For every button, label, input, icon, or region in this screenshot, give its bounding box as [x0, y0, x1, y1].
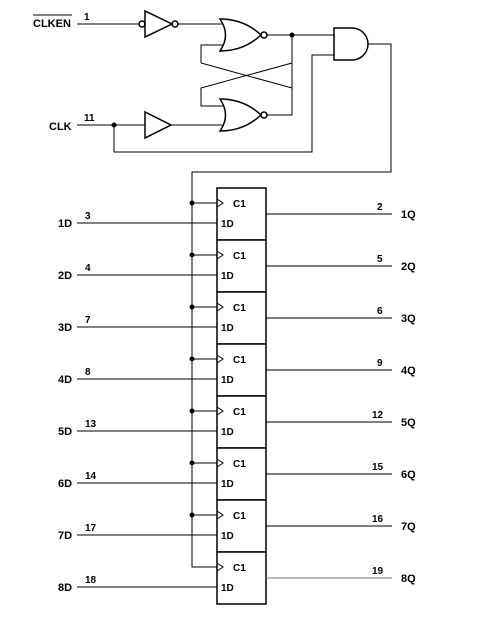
d-input-label: 6D: [58, 478, 72, 490]
top-nor-feedback-input: [200, 44, 224, 63]
clock-edge-icon: [216, 198, 224, 208]
clock-edge-icon: [216, 354, 224, 364]
clock-edge-icon: [216, 302, 224, 312]
clock-input-label: C1: [233, 459, 246, 470]
clock-input-label: C1: [233, 303, 246, 314]
q-pin-number: 6: [377, 306, 383, 317]
clock-input-label: C1: [233, 563, 246, 574]
d-pin-number: 14: [85, 471, 97, 482]
data-input-label: 1D: [221, 583, 234, 594]
q-pin-number: 5: [377, 254, 383, 265]
d-pin-number: 8: [85, 367, 91, 378]
flipflop-box: [216, 239, 267, 293]
flipflop-box: [216, 551, 267, 605]
d-pin-number: 13: [85, 419, 97, 430]
flipflop-box: [216, 447, 267, 501]
flipflop-cell: C1 1D 13 5D 12 5Q: [58, 395, 416, 449]
inverter-input-bubble: [138, 20, 146, 28]
clock-input-label: C1: [233, 251, 246, 262]
q-output-label: 4Q: [401, 365, 416, 377]
q-pin-number: 16: [372, 514, 384, 525]
q-pin-number: 15: [372, 462, 384, 473]
clock-input-label: C1: [233, 407, 246, 418]
d-pin-number: 17: [85, 523, 97, 534]
data-input-label: 1D: [221, 531, 234, 542]
d-pin-number: 7: [85, 315, 91, 326]
flipflop-box: [216, 499, 267, 553]
clock-input-label: C1: [233, 511, 246, 522]
flipflop-cell: C1 1D 4 2D 5 2Q: [58, 239, 416, 293]
d-input-label: 8D: [58, 582, 72, 594]
clock-input-label: C1: [233, 199, 246, 210]
data-input-label: 1D: [221, 427, 234, 438]
q-pin-number: 19: [372, 566, 384, 577]
clock-edge-icon: [216, 510, 224, 520]
q-pin-number: 9: [377, 358, 383, 369]
clock-edge-icon: [216, 406, 224, 416]
flipflop-cell: C1 1D 8 4D 9 4Q: [58, 343, 416, 397]
q-output-label: 2Q: [401, 261, 416, 273]
flipflop-cell: C1 1D 17 7D 16 7Q: [58, 499, 416, 553]
data-input-label: 1D: [221, 375, 234, 386]
d-pin-number: 4: [85, 263, 91, 274]
data-input-label: 1D: [221, 479, 234, 490]
flipflop-cell: C1 1D 3 1D 2 1Q: [58, 187, 416, 241]
clk-label: CLK: [49, 121, 72, 133]
data-input-label: 1D: [221, 271, 234, 282]
clock-bus-wire: [191, 43, 392, 568]
top-nor-bubble: [260, 31, 268, 39]
clock-edge-icon: [216, 458, 224, 468]
d-input-label: 4D: [58, 374, 72, 386]
bottom-nor-gate: [218, 98, 263, 132]
d-input-label: 2D: [58, 270, 72, 282]
and-gate: [333, 27, 369, 61]
d-pin-number: 18: [85, 575, 97, 586]
control-logic: CLKEN 1 CLK 11: [33, 9, 392, 568]
q-output-label: 7Q: [401, 521, 416, 533]
bottom-to-top-feedback-a: [200, 62, 293, 107]
clk-to-and-wire: [113, 54, 334, 153]
top-nor-gate: [218, 18, 263, 52]
flipflop-box: [216, 291, 267, 345]
q-pin-number: 12: [372, 410, 384, 421]
clock-edge-icon: [216, 562, 224, 572]
q-output-label: 5Q: [401, 417, 416, 429]
d-input-label: 5D: [58, 426, 72, 438]
clk-buffer-gate: [144, 110, 173, 140]
clock-input-label: C1: [233, 355, 246, 366]
flipflop-cell: C1 1D 7 3D 6 3Q: [58, 291, 416, 345]
d-input-label: 3D: [58, 322, 72, 334]
bottom-nor-bubble: [260, 111, 268, 119]
d-input-label: 7D: [58, 530, 72, 542]
clken-pin-number: 1: [84, 12, 90, 23]
clken-label: CLKEN: [33, 18, 71, 30]
q-output-label: 8Q: [401, 573, 416, 585]
bottom-nor-output-wire: [267, 63, 293, 116]
data-input-label: 1D: [221, 219, 234, 230]
flipflop-box: [216, 187, 267, 241]
flipflop-cell: C1 1D 18 8D 19 8Q: [58, 551, 416, 605]
clock-edge-icon: [216, 250, 224, 260]
flipflop-box: [216, 395, 267, 449]
q-output-label: 1Q: [401, 209, 416, 221]
q-output-label: 6Q: [401, 469, 416, 481]
clk-pin-number: 11: [84, 113, 95, 124]
d-pin-number: 3: [85, 211, 91, 222]
q-pin-number: 2: [377, 202, 383, 213]
clken-inverter-gate: [144, 9, 174, 39]
d-input-label: 1D: [58, 218, 72, 230]
q-output-label: 3Q: [401, 313, 416, 325]
flipflop-cell: C1 1D 14 6D 15 6Q: [58, 447, 416, 501]
inverter-output-bubble: [171, 20, 179, 28]
data-input-label: 1D: [221, 323, 234, 334]
flipflop-box: [216, 343, 267, 397]
